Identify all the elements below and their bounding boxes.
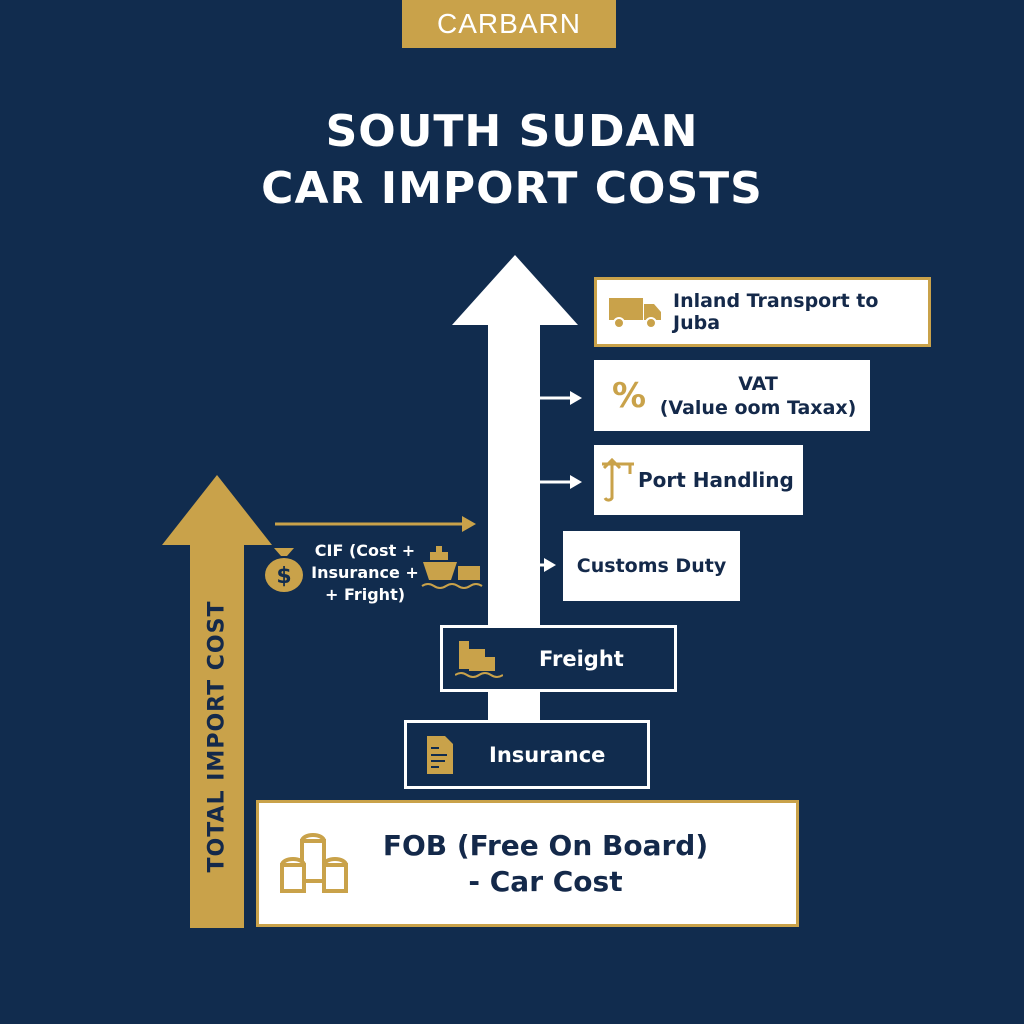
step-vat: % VAT (Value oom Taxax): [594, 360, 870, 431]
step-fob: FOB (Free On Board) - Car Cost: [256, 800, 799, 927]
step-label: Customs Duty: [576, 555, 727, 577]
total-import-cost-label: TOTAL IMPORT COST: [190, 545, 244, 928]
step-freight: Freight: [440, 625, 677, 692]
coins-icon: [280, 832, 348, 893]
step-sublabel: (Value oom Taxax): [659, 396, 857, 419]
gold-cif-arrow: [275, 516, 476, 532]
step-customs-duty: Customs Duty: [563, 531, 740, 601]
step-label: Inland Transport to Juba: [673, 290, 879, 334]
money-bag-icon: $: [265, 548, 303, 592]
total-import-cost-text: TOTAL IMPORT COST: [204, 600, 230, 873]
crane-icon: [602, 457, 634, 502]
title-line-1: SOUTH SUDAN: [325, 106, 699, 157]
step-label: FOB (Free On Board): [382, 828, 709, 862]
cif-label: CIF (Cost + Insurance + + Fright): [311, 541, 419, 604]
step-label: Insurance: [489, 742, 606, 767]
step-sublabel: - Car Cost: [468, 864, 623, 898]
title-line-2: CAR IMPORT COSTS: [261, 163, 763, 214]
brand-logo-text: CARBARN: [437, 8, 581, 39]
gold-total-arrow: [162, 475, 272, 928]
document-icon: [427, 735, 453, 774]
connector-arrows: [488, 391, 582, 572]
step-port-handling: Port Handling: [594, 445, 803, 515]
step-insurance: Insurance: [404, 720, 650, 789]
step-label: VAT: [738, 372, 778, 395]
svg-text:$: $: [276, 564, 291, 589]
cargo-ship-icon: [455, 640, 503, 678]
brand-logo: CARBARN: [402, 0, 616, 48]
step-label: Port Handling: [638, 468, 794, 492]
percent-icon: %: [612, 375, 647, 416]
ship-icon: [421, 546, 483, 589]
step-inland-transport: Inland Transport to Juba: [594, 277, 931, 347]
step-label: Freight: [539, 646, 624, 671]
truck-icon: [609, 298, 661, 329]
